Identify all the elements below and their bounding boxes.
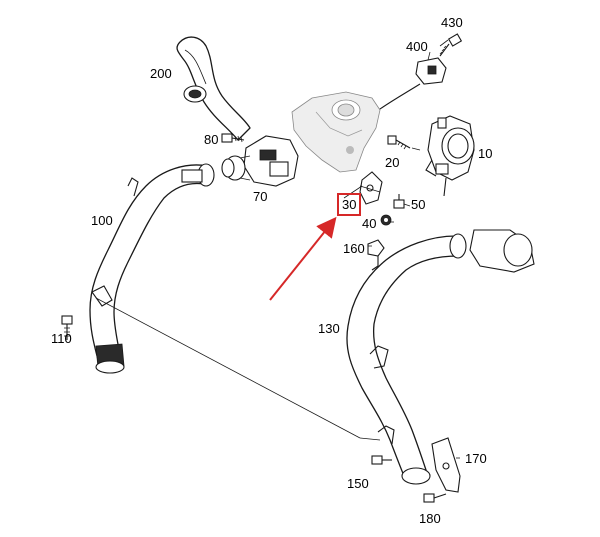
- actuator-10: [425, 115, 475, 197]
- bracket-30: [359, 171, 383, 205]
- highlight-arrow: [269, 216, 337, 301]
- bolt-20: [387, 135, 411, 150]
- callout-100: 100: [91, 213, 113, 228]
- bolt-430: [439, 33, 463, 57]
- pipe-100: [89, 163, 215, 374]
- callout-170: 170: [465, 451, 487, 466]
- callout-10: 10: [478, 146, 493, 161]
- pipe-130: [346, 229, 535, 485]
- throttle-70: [221, 135, 299, 187]
- callout-110: 110: [51, 331, 72, 346]
- callout-130: 130: [318, 321, 340, 336]
- callout-70: 70: [253, 189, 268, 204]
- bracket-170: [431, 437, 461, 493]
- bolt-50: [393, 194, 405, 209]
- hose-200: [176, 36, 251, 141]
- highlight-box: [337, 193, 361, 216]
- bolt-150: [371, 455, 392, 465]
- callout-180: 180: [419, 511, 441, 526]
- callout-40: 40: [362, 216, 377, 231]
- callout-20: 20: [385, 155, 400, 170]
- nut-160: [367, 239, 385, 271]
- bolt-180: [423, 493, 447, 503]
- callout-400: 400: [406, 39, 428, 54]
- callout-80: 80: [204, 132, 219, 147]
- callout-30: 30: [342, 197, 357, 212]
- callout-150: 150: [347, 476, 369, 491]
- valve-housing: [291, 91, 381, 173]
- callout-50: 50: [411, 197, 426, 212]
- callout-200: 200: [150, 66, 172, 81]
- bolt-110: [61, 315, 73, 340]
- leader-lines: [95, 39, 460, 459]
- nut-40: [380, 214, 392, 226]
- callout-160: 160: [343, 241, 365, 256]
- callout-430: 430: [441, 15, 463, 30]
- bolt-80: [221, 133, 245, 143]
